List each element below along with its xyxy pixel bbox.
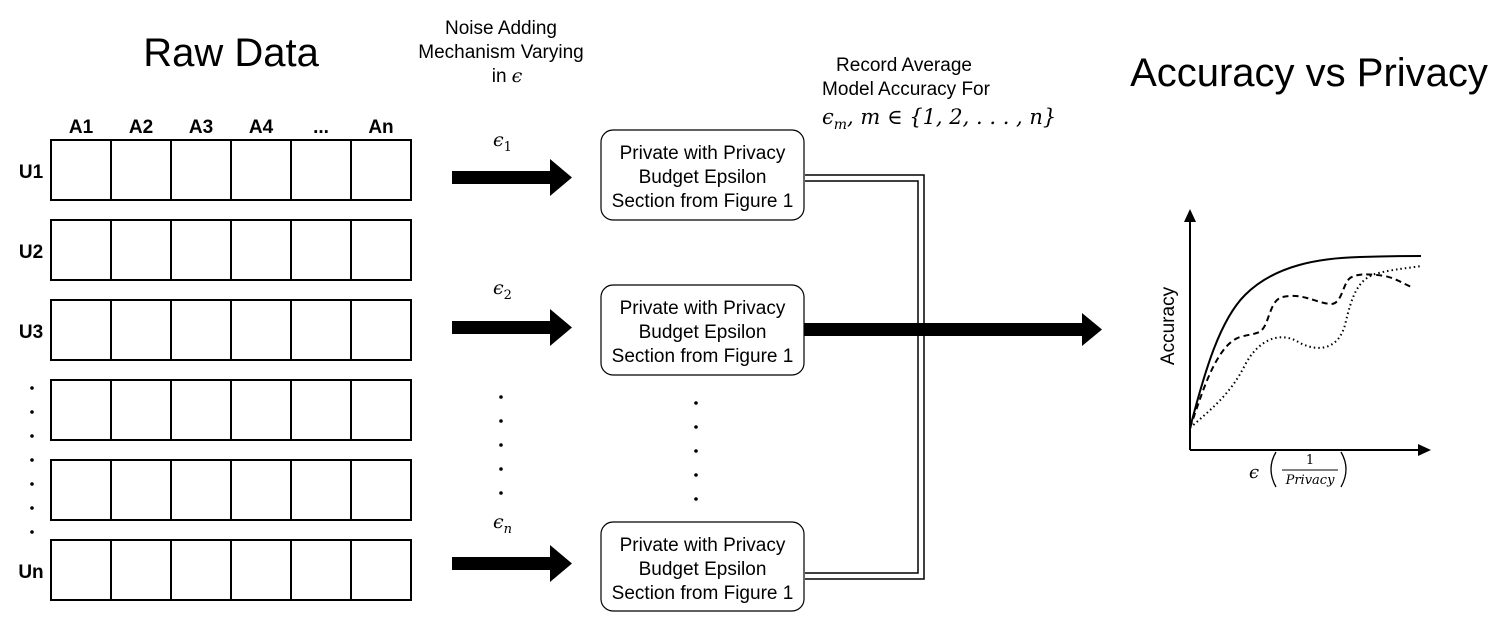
noise-ellipsis-dots [499,395,503,495]
private-box-1-line-3: Section from Figure 1 [612,191,794,212]
column-header-a3: A3 [189,117,213,138]
noise-arrow-n [452,545,572,582]
private-ellipsis-dots [694,401,698,501]
x-axis-frac-den: Privacy [1285,473,1335,488]
connector-box-1-outer [805,174,925,580]
data-grid [50,139,412,601]
row-label-u2: U2 [19,242,43,263]
epsilon-2-label: ϵ2 [493,277,512,303]
epsilon-1-label: ϵ1 [493,129,512,155]
raw-data-title: Raw Data [143,31,319,75]
accuracy-chart: Accuracy ϵ 1 Privacy [1158,209,1431,488]
private-box-1: Private with Privacy Budget Epsilon Sect… [600,129,805,221]
noise-arrow-2 [452,309,572,346]
column-header-ellipsis: ... [313,117,329,138]
row-label-un: Un [18,562,43,583]
y-axis-arrowhead [1184,209,1196,222]
record-section: Record Average Model Accuracy For ϵm, m … [822,55,1056,133]
private-box-2: Private with Privacy Budget Epsilon Sect… [600,284,805,376]
x-axis-right-paren [1340,451,1347,488]
private-box-1-line-1: Private with Privacy [620,143,786,164]
curve-dotted [1189,265,1422,429]
x-axis-left-paren [1270,451,1277,488]
data-row-u1 [50,139,412,201]
raw-data-section: Raw Data A1 A2 A3 A4 ... An U1 U2 U3 Un [18,31,412,601]
curve-solid [1189,255,1422,429]
private-box-1-line-2: Budget Epsilon [639,167,767,188]
column-header-a4: A4 [249,117,274,138]
main-output-arrow [804,313,1102,346]
x-axis-epsilon: ϵ [1249,462,1259,483]
result-section: Accuracy vs Privacy Accuracy ϵ 1 Privacy [1130,51,1488,488]
noise-title-line-1: Noise Adding [445,18,557,39]
data-row-un [50,539,412,601]
record-formula: ϵm, m ∈ {1, 2, . . . , n} [822,105,1056,133]
epsilon-n-label: ϵn [493,511,512,537]
private-box-n-line-2: Budget Epsilon [639,559,767,580]
aggregation-connectors [805,174,925,580]
column-header-a1: A1 [69,117,94,138]
data-row-unlabeled-2 [50,459,412,521]
private-boxes: Private with Privacy Budget Epsilon Sect… [600,129,805,612]
result-title: Accuracy vs Privacy [1130,51,1488,95]
data-row-unlabeled-1 [50,379,412,441]
column-header-a2: A2 [129,117,153,138]
noise-arrow-1 [452,159,572,196]
private-box-n-line-3: Section from Figure 1 [612,583,794,604]
curve-dashed [1189,273,1413,429]
record-line-2: Model Accuracy For [822,79,991,100]
private-box-2-line-1: Private with Privacy [620,298,786,319]
noise-title-line-2: Mechanism Varying [418,42,583,63]
x-axis-label: ϵ 1 Privacy [1249,451,1347,488]
record-line-1: Record Average [836,55,972,76]
x-axis-arrowhead [1418,444,1431,456]
data-row-u2 [50,219,412,281]
x-axis-frac-num: 1 [1306,453,1314,468]
private-box-n: Private with Privacy Budget Epsilon Sect… [600,521,805,612]
connector-box-1-inner [805,180,919,574]
row-ellipsis-dots [30,386,34,534]
column-header-an: An [368,117,393,138]
row-label-u1: U1 [19,162,44,183]
private-box-n-line-1: Private with Privacy [620,535,786,556]
row-label-u3: U3 [19,322,43,343]
y-axis-label: Accuracy [1158,286,1179,365]
private-box-2-line-3: Section from Figure 1 [612,346,794,367]
row-labels: U1 U2 U3 Un [18,162,43,583]
column-headers: A1 A2 A3 A4 ... An [69,117,394,138]
data-row-u3 [50,299,412,361]
private-box-2-line-2: Budget Epsilon [639,322,767,343]
